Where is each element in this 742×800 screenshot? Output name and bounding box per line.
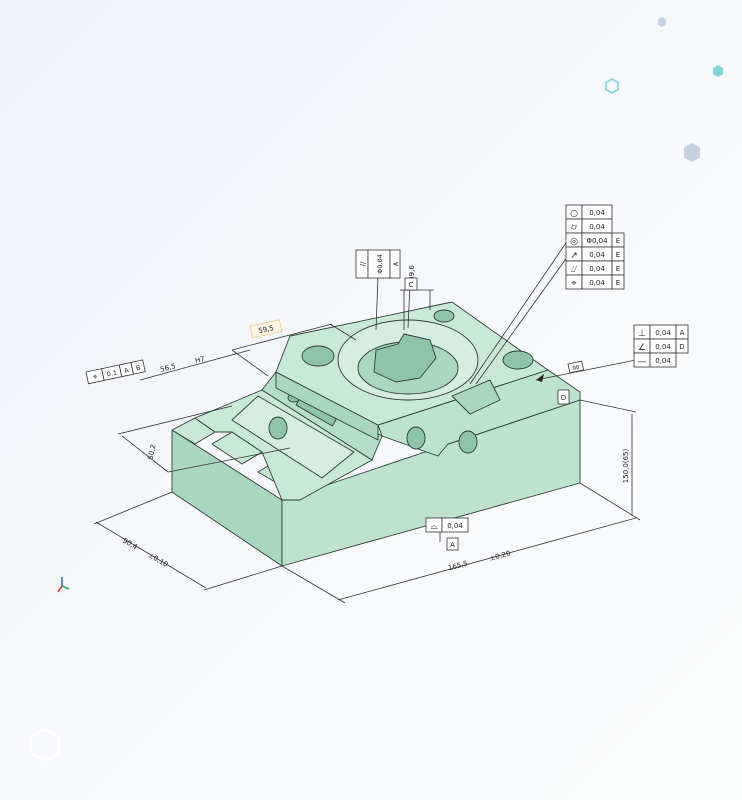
width-tolerance: ±0,10 [147,551,170,569]
fcf-row: ⌖ 0,04 E [565,274,625,290]
slot-hole [268,416,288,440]
dimension-value: 56,5 [159,362,176,374]
length-tolerance: ±0,20 [489,549,512,562]
datum-c[interactable]: C [404,277,418,291]
fcf-value: 0,04 [589,209,605,217]
leader-arrow [536,374,544,382]
fcf-modifier: E [616,251,620,259]
concentricity-icon: ◎ [570,237,578,247]
parallel-symbol: // [359,261,367,266]
fcf-value: 0,04 [589,265,605,273]
fcf-value: 0,04 [589,223,605,231]
runout-icon: ↗ [570,251,578,261]
dimension-value: 39,6 [408,265,416,281]
side-hole [406,426,426,450]
datum-d[interactable]: D [557,389,570,405]
fcf-value: Φ0,04 [586,237,608,245]
width-value: 90,4 [121,537,139,552]
upper-block-front [377,369,581,457]
fcf-value: 0,04 [589,251,605,259]
counterbore-hole [502,350,534,370]
hexagon-icon [605,78,619,94]
angularity-icon: ∠ [638,343,646,353]
tag-value: 90 [572,365,581,372]
position-symbol: ⌖ [92,372,99,382]
fcf-value: 0,04 [447,522,463,530]
dim-39-6[interactable]: 39,6 [408,265,416,281]
position-icon: ⌖ [571,279,576,289]
length-value: 165,5 [447,560,468,573]
fcf-row: ∠ 0,04 D [633,338,689,354]
cylindricity-icon: ⌭ [571,223,578,233]
dim-50-2[interactable]: 50,2 [146,444,157,461]
counterbore-hole [301,345,335,367]
machined-part[interactable] [171,301,581,567]
inclined-pocket [231,395,355,479]
dimension-value: 50,2 [146,444,157,461]
profile-surface-icon: ⌓ [430,522,437,532]
hexagon-icon [658,17,666,27]
fit-class: H7 [194,355,205,365]
fcf-row: — 0,04 [633,352,677,368]
datum-label: A [450,541,455,549]
side-hole [458,430,478,454]
perpendicularity-icon: ⊥ [638,329,646,339]
fcf-value: 0,04 [655,329,671,337]
circularity-icon: ○ [570,209,578,219]
fcf-bottom[interactable]: ⌓ 0,04 [425,517,469,533]
fcf-value: 0,04 [589,279,605,287]
right-notch [451,379,501,415]
total-runout-icon: ⌰ [571,265,577,275]
fcf-row: ⌭ 0,04 [565,218,613,234]
hexagon-icon [30,727,60,763]
fcf-modifier: E [616,279,620,287]
cross-key [373,333,437,383]
datum-label: C [409,281,414,289]
dimension-value: 59,5 [258,324,275,335]
fcf-row: ⌰ 0,04 E [565,260,625,276]
fcf-row: ◎ Φ0,04 E [565,232,625,248]
axis-triad-icon[interactable] [57,577,70,593]
counterbore-hole [433,309,455,323]
fcf-tolerance: 0.1 [106,369,118,379]
hexagon-icon [684,143,700,162]
fcf-row: ⊥ 0,04 A [633,324,689,340]
dim-59-5[interactable]: 59,5 [249,319,283,339]
fcf-modifier: E [616,237,620,245]
fcf-datum: A [680,329,685,337]
dim-56-5[interactable]: 56,5 H7 [159,355,205,374]
fcf-row: ↗ 0,04 E [565,246,625,262]
fcf-right[interactable]: ⊥ 0,04 A ∠ 0,04 D — 0,04 [633,324,689,368]
straightness-icon: — [638,357,647,367]
fcf-datum: A [392,261,400,266]
fcf-value: 0,04 [655,357,671,365]
fcf-datum: D [679,343,684,351]
hexagon-icon [713,65,723,77]
fcf-tolerance: Φ0,04 [376,254,384,274]
dimension-lines [93,289,641,604]
datum-a[interactable]: A [446,537,459,551]
fcf-datum: B [135,364,141,373]
fcf-stack[interactable]: ○ 0,04 ⌭ 0,04 ◎ Φ0,04 E ↗ 0,04 E ⌰ 0,04 … [565,204,625,290]
height-value: 150,0(65) [622,449,630,484]
datum-label: D [561,394,566,402]
decorative-hexagons [30,17,723,763]
fcf-top-left[interactable]: ⌖ 0.1 A B [85,359,146,385]
fcf-parallel[interactable]: // Φ0,04 A [355,249,401,279]
fcf-value: 0,04 [655,343,671,351]
small-tag[interactable]: 90 [567,360,585,374]
fcf-datum: A [124,366,131,375]
fcf-modifier: E [616,265,620,273]
fcf-row: ○ 0,04 [565,204,613,220]
